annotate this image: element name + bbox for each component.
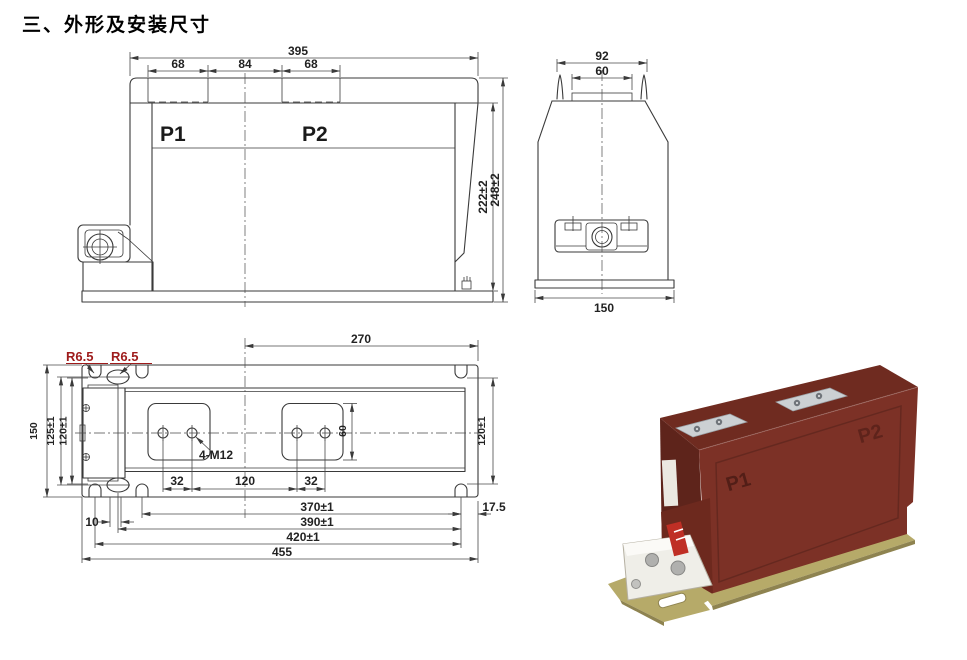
front-view-dimensions: 395 68 84 68 222±2 248±2 — [129, 44, 508, 303]
product-photo: P1 P2 — [608, 365, 919, 626]
dim-overall-width: 395 — [288, 44, 308, 58]
ct-base-edge — [712, 540, 915, 610]
page-title: 三、外形及安装尺寸 — [22, 14, 212, 36]
dim-body-height: 222±2 — [476, 180, 490, 214]
side-view-dimensions: 92 60 150 — [534, 49, 675, 315]
dim-overall-length: 455 — [272, 545, 292, 559]
ct-transformer: P1 P2 — [608, 365, 919, 626]
ct-primary-pad-2 — [775, 387, 849, 412]
dim-bolt-span-left: 125±1 — [45, 416, 57, 445]
ct-primary-pad-1 — [675, 413, 749, 438]
dim-pad-height: 60 — [337, 425, 349, 437]
dim-pad-left: 68 — [171, 57, 185, 71]
radius-label-b: R6.5 — [111, 349, 138, 364]
ct-front-panel-ridge — [715, 404, 902, 584]
dim-depth: 150 — [594, 301, 614, 315]
ct-pad2-screw-1-dot — [795, 401, 799, 405]
dim-top-outer: 92 — [595, 49, 609, 63]
side-view-drawing: 92 60 150 — [534, 49, 675, 315]
ct-base-mounting-slot — [657, 592, 687, 609]
dim-pitch-a: 32 — [170, 474, 184, 488]
ct-base-plate — [704, 534, 915, 606]
dim-pitch-b: 120 — [235, 474, 255, 488]
dim-pad-right: 68 — [304, 57, 318, 71]
dim-span-a: 370±1 — [300, 500, 334, 514]
ct-red-label-mark-2 — [675, 536, 686, 541]
plan-view-drawing: 270 R6.5 R6.5 150 125±1 120±1 60 4- — [28, 332, 506, 563]
ct-pad1-screw-2-dot — [717, 420, 721, 424]
dim-slot-span-right: 120±1 — [476, 416, 488, 445]
dim-span-b: 390±1 — [300, 515, 334, 529]
dim-offset-right: 17.5 — [482, 500, 506, 514]
ct-base-platform-edge — [620, 600, 664, 626]
dim-width-overall: 150 — [28, 422, 40, 440]
front-view-outline — [77, 73, 494, 307]
front-p1-label: P1 — [160, 123, 186, 146]
ct-front-face — [699, 387, 918, 600]
dim-overall-height: 248±2 — [488, 173, 502, 207]
side-view-outline — [534, 70, 675, 294]
dim-offset-left: 10 — [85, 515, 99, 529]
radius-label-a: R6.5 — [66, 349, 93, 364]
front-view-terminal-labels: P1 P2 — [160, 123, 328, 146]
ct-terminal-screw-2 — [670, 560, 686, 576]
plan-view-outline — [75, 338, 482, 518]
ct-terminal-screw-1 — [645, 553, 659, 567]
ct-terminal-screw-3 — [631, 579, 641, 589]
dim-pad-gap: 84 — [238, 57, 252, 71]
ct-top-edge-highlight — [698, 386, 919, 451]
dim-pitch-c: 32 — [304, 474, 318, 488]
dim-span-c: 420±1 — [286, 530, 320, 544]
thread-label: 4-M12 — [199, 448, 233, 462]
dim-top-inner: 60 — [595, 64, 609, 78]
ct-pad2-screw-2-dot — [817, 394, 821, 398]
ct-white-label — [661, 459, 679, 507]
ct-red-label-mark-1 — [673, 528, 684, 533]
dim-slot-span-left: 120±1 — [58, 416, 70, 445]
ct-pad1-screw-1-dot — [695, 427, 699, 431]
front-view-drawing: P1 P2 395 68 84 68 222±2 248±2 — [77, 44, 508, 307]
front-p2-label: P2 — [302, 123, 328, 146]
dim-center-to-end: 270 — [351, 332, 371, 346]
plan-view-dimensions: 270 R6.5 R6.5 150 125±1 120±1 60 4- — [28, 332, 506, 563]
